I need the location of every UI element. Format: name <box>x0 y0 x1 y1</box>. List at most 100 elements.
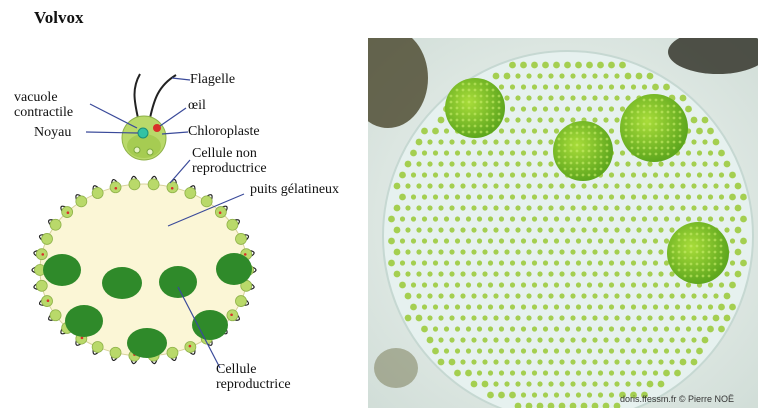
daughter-cell-dot <box>564 138 567 141</box>
daughter-cell-dot <box>576 174 579 177</box>
daughter-cell-dot <box>456 113 459 116</box>
daughter-cell-dot <box>678 251 681 254</box>
daughter-cell-dot <box>673 141 676 144</box>
photo-somatic-cell <box>499 216 504 221</box>
photo-somatic-cell <box>466 172 471 177</box>
daughter-cell-dot <box>708 263 711 266</box>
photo-credit: doris.ffessm.fr © Pierre NOË <box>620 394 734 404</box>
daughter-cell-dot <box>655 141 658 144</box>
photo-somatic-cell <box>559 271 564 276</box>
photo-somatic-cell <box>724 293 731 300</box>
photo-somatic-cell <box>455 150 460 155</box>
photo-somatic-cell <box>631 282 636 287</box>
photo-somatic-cell <box>482 271 487 276</box>
daughter-cell-dot <box>720 245 723 248</box>
photo-somatic-cell <box>410 304 417 311</box>
photo-somatic-cell <box>576 260 581 265</box>
daughter-cell-dot <box>720 263 723 266</box>
photo-somatic-cell <box>394 249 401 256</box>
daughter-cell-dot <box>678 245 681 248</box>
photo-somatic-cell <box>663 370 670 377</box>
photo-somatic-cell <box>565 84 570 89</box>
photo-somatic-cell <box>708 282 713 287</box>
colony-cell <box>50 219 61 230</box>
colony-cell-eye <box>219 211 222 214</box>
daughter-cell-dot <box>492 119 495 122</box>
photo-somatic-cell <box>609 194 614 199</box>
daughter-cell-dot <box>655 105 658 108</box>
flagellum-right <box>150 75 176 118</box>
daughter-cell-dot <box>702 239 705 242</box>
photo-somatic-cell <box>498 392 505 399</box>
photo-somatic-cell <box>631 238 636 243</box>
photo-somatic-cell <box>515 95 520 100</box>
photo-somatic-cell <box>686 282 691 287</box>
photo-somatic-cell <box>499 150 504 155</box>
daughter-cell-dot <box>558 162 561 165</box>
photo-somatic-cell <box>565 304 570 309</box>
daughter-cell-dot <box>655 135 658 138</box>
photo-somatic-cell <box>537 249 542 254</box>
photo-somatic-cell <box>399 194 406 201</box>
photo-somatic-cell <box>504 73 511 80</box>
photo-somatic-cell <box>625 359 630 364</box>
photo-somatic-cell <box>521 172 526 177</box>
daughter-cell-dot <box>661 141 664 144</box>
daughter-cell-dot <box>690 251 693 254</box>
daughter-cell-dot <box>643 147 646 150</box>
colony-cell <box>42 233 53 244</box>
photo-somatic-cell <box>416 315 423 322</box>
label-cellule-reproductrice: Cellule reproductrice <box>216 362 291 392</box>
photo-somatic-cell <box>526 249 531 254</box>
photo-somatic-cell <box>718 150 725 157</box>
photo-somatic-cell <box>394 183 401 190</box>
photo-somatic-cell <box>631 172 636 177</box>
daughter-cell-dot <box>673 129 676 132</box>
daughter-cell-dot <box>468 83 471 86</box>
photo-somatic-cell <box>740 260 747 267</box>
photo-somatic-cell <box>521 150 526 155</box>
daughter-cell-dot <box>480 89 483 92</box>
photo-somatic-cell <box>592 337 597 342</box>
photo-somatic-cell <box>686 216 691 221</box>
photo-somatic-cell <box>466 348 471 353</box>
daughter-cell-dot <box>702 269 705 272</box>
photo-somatic-cell <box>532 348 537 353</box>
photo-somatic-cell <box>532 172 537 177</box>
photo-somatic-cell <box>488 238 493 243</box>
daughter-cell-dot <box>684 233 687 236</box>
photo-somatic-cell <box>487 392 494 399</box>
photo-somatic-cell <box>532 216 537 221</box>
photo-somatic-cell <box>537 183 542 188</box>
photo-somatic-cell <box>493 139 498 144</box>
daughter-cell-dot <box>702 233 705 236</box>
photo-somatic-cell <box>477 216 482 221</box>
photo-somatic-cell <box>680 315 685 320</box>
daughter-cell-dot <box>486 119 489 122</box>
daughter-cell-dot <box>678 257 681 260</box>
daughter-cell-dot <box>498 113 501 116</box>
photo-somatic-cell <box>565 260 570 265</box>
photo-somatic-cell <box>542 62 549 69</box>
daughter-cell-dot <box>643 129 646 132</box>
label-flagelle: Flagelle <box>190 72 235 87</box>
daughter-cell-dot <box>690 275 693 278</box>
photo-somatic-cell <box>553 62 560 69</box>
photo-somatic-cell <box>548 227 553 232</box>
daughter-cell-dot <box>679 129 682 132</box>
daughter-cell-dot <box>678 269 681 272</box>
daughter-cell-dot <box>696 257 699 260</box>
photo-somatic-cell <box>422 282 427 287</box>
photo-somatic-cell <box>504 161 509 166</box>
photo-somatic-cell <box>658 205 663 210</box>
photo-somatic-cell <box>471 161 476 166</box>
photo-somatic-cell <box>405 227 410 232</box>
photo-somatic-cell <box>477 326 482 331</box>
photo-somatic-cell <box>444 128 449 133</box>
photo-somatic-cell <box>565 370 570 375</box>
photo-somatic-cell <box>603 315 608 320</box>
photo-somatic-cell <box>658 249 663 254</box>
daughter-cell-dot <box>649 135 652 138</box>
photo-somatic-cell <box>669 183 674 188</box>
daughter-cell-dot <box>643 141 646 144</box>
